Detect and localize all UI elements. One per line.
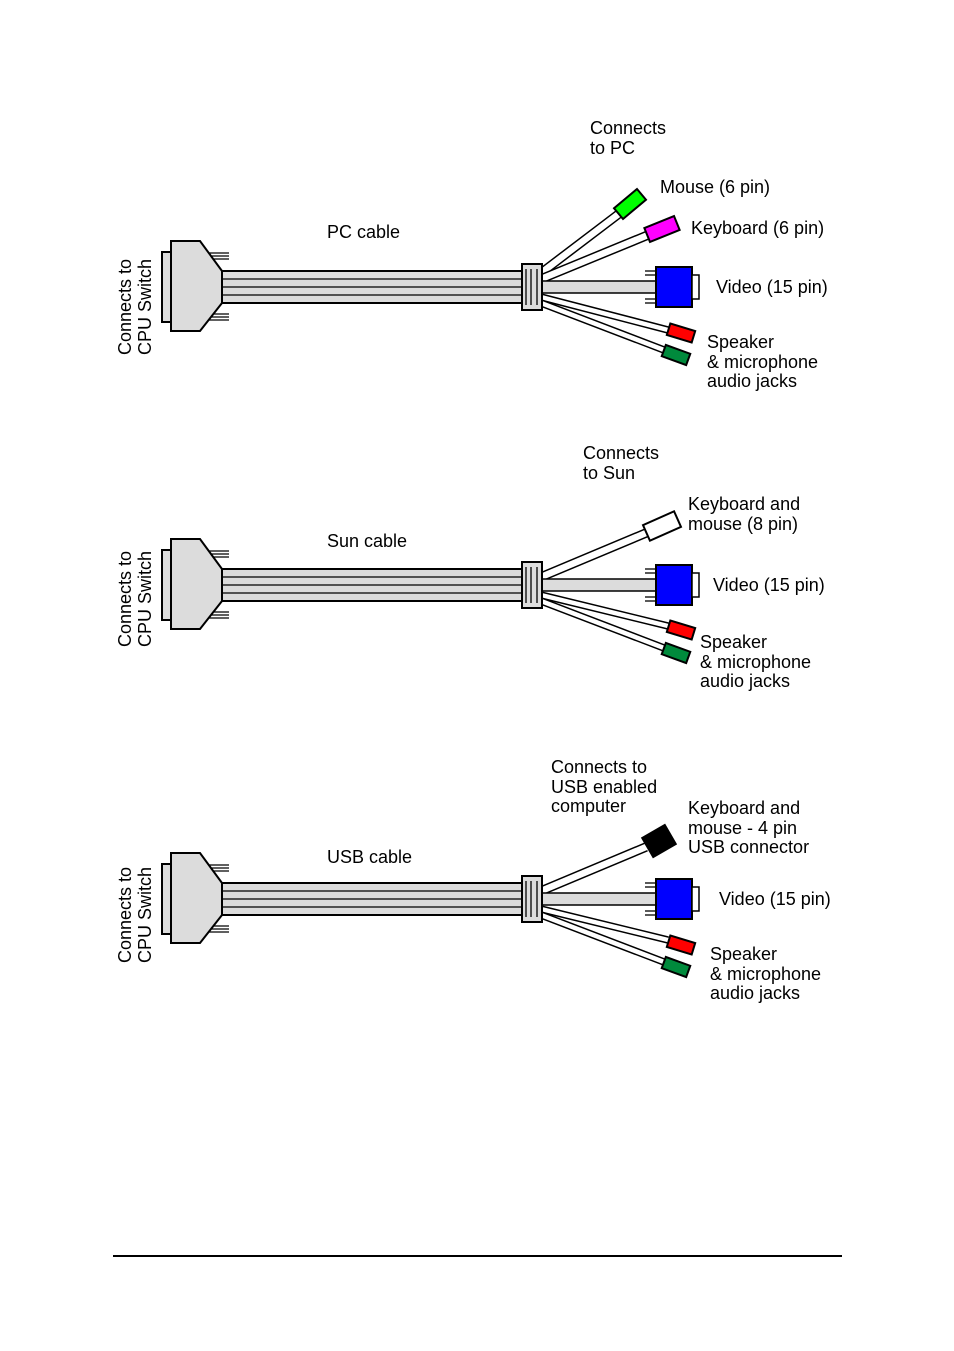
usb-video-lead [541, 892, 659, 906]
pc-breakout-sleeve [521, 263, 543, 311]
sun-speaker-lead-edge-b [541, 591, 669, 624]
pc-mouse-lead-edge-b [538, 209, 619, 271]
pc-switch-connector-flange [161, 251, 172, 323]
pc-microphone-connector [660, 343, 692, 367]
sun-cable-label: Sun cable [327, 531, 408, 551]
usb-microphone-lead-fill [539, 912, 666, 965]
pc-video-label: Video (15 pin) [716, 277, 828, 297]
pc-mouse-lead-edge-a [542, 215, 623, 277]
usb-switch-connector-flange [161, 863, 172, 935]
usb-speaker-lead-edge-a [540, 911, 668, 944]
pc-keyboard-lead-edge-a [542, 238, 650, 284]
usb-microphone-lead-edge-b [541, 911, 666, 960]
usb-keyboard-mouse-label: Keyboard and mouse - 4 pin USB connector [688, 798, 810, 857]
sun-cable-assembly [161, 510, 700, 665]
sun-audio-label: Speaker & microphone audio jacks [700, 632, 812, 691]
sun-keyboard-mouse-lead-edge-a [542, 535, 648, 582]
usb-microphone-lead-edge-a [539, 917, 664, 966]
footer-rule [113, 1255, 842, 1257]
sun-keyboard-mouse-label: Keyboard and mouse (8 pin) [688, 494, 801, 534]
usb-cable-label: USB cable [327, 847, 413, 867]
sun-keyboard-mouse-connector [641, 510, 683, 542]
sun-video-label: Video (15 pin) [713, 575, 825, 595]
pc-mouse-connector [612, 187, 648, 221]
usb-breakout-sleeve [521, 875, 543, 923]
pc-microphone-lead-fill [539, 300, 666, 353]
usb-video-connector [655, 878, 693, 920]
pc-keyboard-lead-fill [539, 231, 650, 283]
pc-mouse-label: Mouse (6 pin) [660, 177, 771, 197]
usb-switch-label: Connects to CPU Switch [115, 866, 155, 963]
sun-video-lead [541, 578, 659, 592]
sun-microphone-lead-edge-a [539, 603, 664, 652]
sun-breakout-sleeve [521, 561, 543, 609]
sun-video-connector-shell [691, 572, 700, 598]
sun-speaker-lead-edge-a [540, 597, 668, 630]
usb-cable-assembly [161, 823, 700, 979]
sun-microphone-lead-edge-b [541, 597, 666, 646]
usb-keyboard-mouse-lead-edge-a [542, 849, 648, 896]
sun-microphone-connector [660, 641, 692, 665]
pc-keyboard-connector [643, 214, 681, 244]
sun-speaker-lead-fill [540, 592, 669, 629]
pc-audio-label: Speaker & microphone audio jacks [707, 332, 819, 391]
pc-computer-label: Connects to PC [590, 118, 667, 158]
usb-audio-label: Speaker & microphone audio jacks [710, 944, 822, 1003]
sun-switch-label: Connects to CPU Switch [115, 550, 155, 647]
sun-keyboard-mouse-lead-edge-b [539, 528, 645, 575]
pc-speaker-lead-edge-a [540, 299, 668, 334]
pc-video-lead [541, 280, 659, 294]
pc-switch-label: Connects to CPU Switch [115, 258, 155, 355]
usb-video-connector-shell [691, 886, 700, 912]
sun-microphone-lead-fill [539, 598, 666, 651]
usb-keyboard-mouse-lead-fill [539, 843, 648, 895]
pc-speaker-connector [665, 322, 697, 344]
pc-speaker-lead-fill [540, 294, 669, 333]
pc-video-connector-shell [691, 274, 700, 300]
sun-keyboard-mouse-lead-fill [539, 529, 648, 581]
sun-video-connector [655, 564, 693, 606]
pc-cable-assembly [161, 187, 700, 367]
sun-switch-connector-flange [161, 549, 172, 621]
pc-keyboard-lead-edge-b [539, 230, 647, 276]
pc-microphone-lead-edge-a [539, 305, 664, 354]
pc-video-connector [655, 266, 693, 308]
usb-speaker-lead-fill [540, 906, 669, 943]
usb-speaker-connector [665, 934, 697, 956]
usb-video-label: Video (15 pin) [719, 889, 831, 909]
pc-speaker-lead-edge-b [541, 293, 669, 328]
usb-speaker-lead-edge-b [541, 905, 669, 938]
usb-computer-label: Connects to USB enabled computer [551, 757, 658, 816]
pc-microphone-lead-edge-b [541, 299, 666, 348]
usb-keyboard-mouse-lead-edge-b [539, 842, 645, 889]
sun-speaker-connector [665, 619, 697, 641]
pc-cable-label: PC cable [327, 222, 401, 242]
usb-microphone-connector [660, 955, 692, 979]
pc-mouse-lead-fill [538, 209, 623, 277]
pc-keyboard-label: Keyboard (6 pin) [691, 218, 825, 238]
usb-keyboard-mouse-connector [640, 823, 678, 859]
sun-computer-label: Connects to Sun [583, 443, 660, 483]
